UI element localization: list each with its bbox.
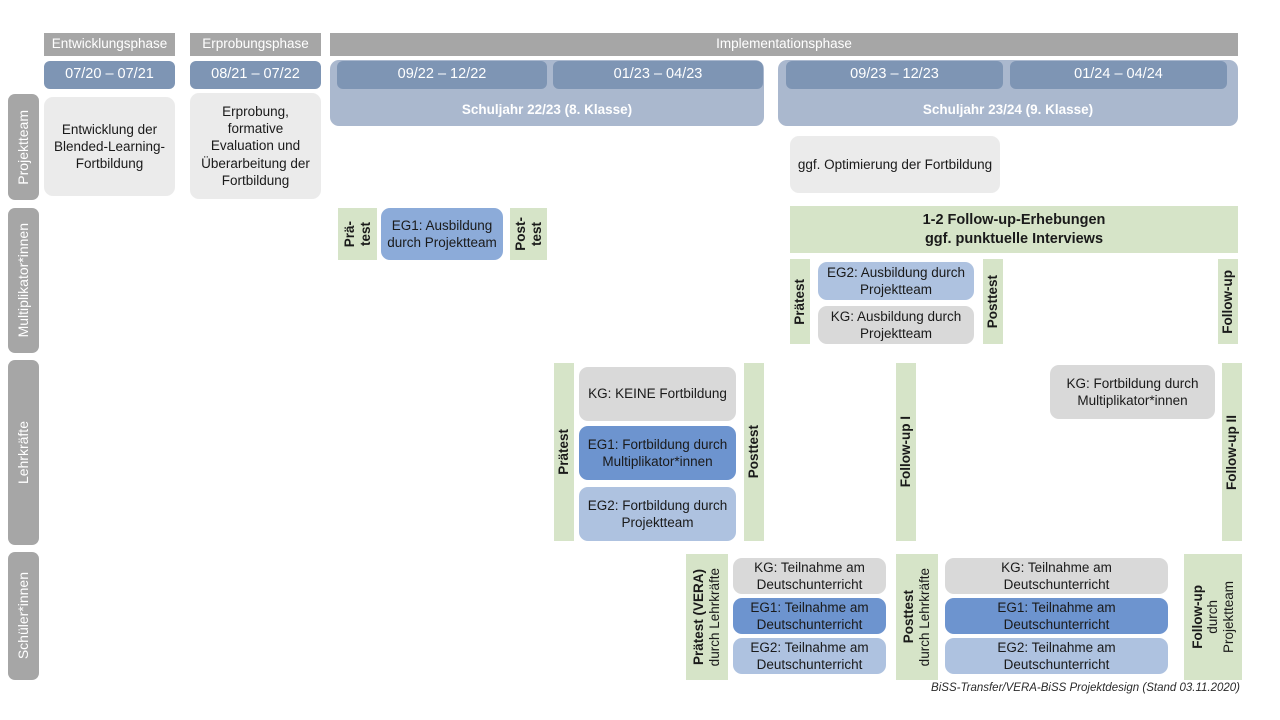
strip-posttest-lehrkraefte: Posttest [744,363,764,541]
praetest-vera-thin: durch Lehrkräfte [707,567,722,667]
box-erprobung-evaluation: Erprobung, formative Evaluation und Über… [190,93,321,199]
phase-label: Implementationsphase [716,36,852,52]
row-label-lehrkraefte: Lehrkräfte [8,360,39,545]
followup-thin2: Projektteam [1220,580,1236,654]
period-label: 08/21 – 07/22 [211,66,300,83]
phase-label: Erprobungsphase [202,36,309,52]
period-label: 01/23 – 04/23 [613,66,703,83]
box-kg-ausbildung-projektteam: KG: Ausbildung durch Projektteam [818,306,974,344]
strip-praetest-multiplikatoren-2: Prätest [790,259,810,344]
period-label: 07/20 – 07/21 [65,66,154,83]
box-eg2-teilnahme-rechts: EG2: Teilnahme am Deutschunterricht [945,638,1168,674]
strip-praetest-multiplikatoren: Prä- test [338,208,377,260]
box-kg-fortbildung-multiplikatoren: KG: Fortbildung durch Multiplikator*inne… [1050,365,1215,419]
followup-thin1: durch [1205,600,1221,634]
period-chip-0922: 09/22 – 12/22 [337,61,547,89]
box-kg-teilnahme-links: KG: Teilnahme am Deutschunterricht [733,558,886,594]
box-eg1-teilnahme-rechts: EG1: Teilnahme am Deutschunterricht [945,598,1168,634]
strip-followup-schueler: Follow-up durch Projektteam [1184,554,1242,680]
praetest-line2: test [357,221,373,246]
strip-praetest-lehrkraefte: Prätest [554,363,574,541]
period-label: 01/24 – 04/24 [1074,66,1163,83]
school-year-label: Schuljahr 23/24 (9. Klasse) [922,102,1094,118]
praetest-line1: Prä- [341,220,357,248]
strip-followup-2-lehrkraefte: Follow-up II [1222,363,1242,541]
posttest-bold: Posttest [901,590,917,644]
phase-header-implementationsphase: Implementationsphase [330,33,1238,56]
strip-followup-1-lehrkraefte: Follow-up I [896,363,916,541]
box-eg2-fortbildung-projektteam: EG2: Fortbildung durch Projektteam [579,487,736,541]
box-entwicklung-fortbildung: Entwicklung der Blended-Learning-Fortbil… [44,97,175,196]
strip-posttest-multiplikatoren: Post- test [510,208,547,260]
strip-posttest-multiplikatoren-2: Posttest [983,259,1003,344]
row-label-multiplikatoren: Multiplikator*innen [8,208,39,353]
box-eg2-ausbildung-projektteam: EG2: Ausbildung durch Projektteam [818,262,974,300]
period-chip-0123: 01/23 – 04/23 [553,61,763,89]
followup-bold: Follow-up [1189,585,1205,649]
posttest-thin: durch Lehrkräfte [917,567,932,667]
strip-praetest-vera-schueler: Prätest (VERA) durch Lehrkräfte [686,554,728,680]
period-chip-0923: 09/23 – 12/23 [786,61,1003,89]
banner-followup-erhebungen: 1-2 Follow-up-Erhebungen ggf. punktuelle… [790,206,1238,253]
posttest-line2: test [528,221,544,246]
period-chip-0822: 08/21 – 07/22 [190,61,321,89]
school-year-label: Schuljahr 22/23 (8. Klasse) [461,102,633,118]
box-kg-teilnahme-rechts: KG: Teilnahme am Deutschunterricht [945,558,1168,594]
footer-caption: BiSS-Transfer/VERA-BiSS Projektdesign (S… [931,682,1240,694]
box-optimierung-fortbildung: ggf. Optimierung der Fortbildung [790,136,1000,193]
period-chip-0124: 01/24 – 04/24 [1010,61,1227,89]
box-eg1-fortbildung-multiplikatoren: EG1: Fortbildung durch Multiplikator*inn… [579,426,736,480]
praetest-vera-bold: Prätest (VERA) [691,568,707,666]
box-eg1-teilnahme-links: EG1: Teilnahme am Deutschunterricht [733,598,886,634]
row-label-projektteam: Projektteam [8,94,39,200]
posttest-line1: Post- [512,217,528,251]
period-label: 09/22 – 12/22 [397,66,487,83]
strip-posttest-schueler: Posttest durch Lehrkräfte [896,554,938,680]
phase-label: Entwicklungsphase [51,36,168,52]
banner-line1: 1-2 Follow-up-Erhebungen [922,211,1106,228]
row-label-schueler: Schüler*innen [8,552,39,680]
box-eg2-teilnahme-links: EG2: Teilnahme am Deutschunterricht [733,638,886,674]
banner-line2: ggf. punktuelle Interviews [924,230,1104,247]
period-label: 09/23 – 12/23 [850,66,939,83]
period-chip-0721: 07/20 – 07/21 [44,61,175,89]
strip-followup-multiplikatoren: Follow-up [1218,259,1238,344]
phase-header-entwicklungsphase: Entwicklungsphase [44,33,175,56]
box-kg-keine-fortbildung: KG: KEINE Fortbildung [579,367,736,421]
phase-header-erprobungsphase: Erprobungsphase [190,33,321,56]
box-eg1-ausbildung-projektteam: EG1: Ausbildung durch Projektteam [381,208,503,260]
